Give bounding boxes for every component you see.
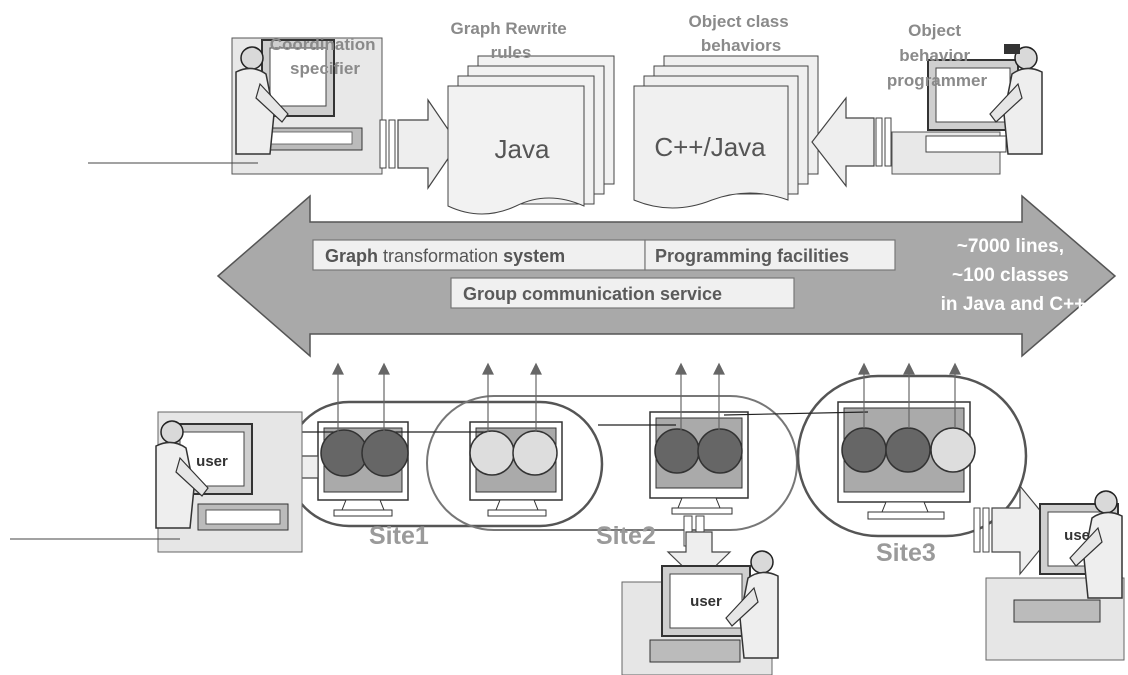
arrow-to-cpp [811, 96, 892, 188]
replica-objects [320, 427, 976, 477]
cpp-java-doc-label: C++/Java [654, 132, 766, 162]
right-user-station: user [973, 484, 1125, 661]
object-programmer-station [891, 44, 1043, 175]
coordination-specifier-label: Coordination specifier [270, 35, 381, 78]
site3-boundary [796, 374, 1028, 538]
site3-label: Site3 [876, 539, 936, 567]
replica-4b [885, 427, 931, 473]
replica-1b [361, 429, 409, 477]
svg-text:Graph transformation: Graph transformation system [325, 246, 565, 266]
code-size-note: ~7000 lines, ~100 classes in Java and C+… [941, 236, 1086, 315]
upward-arrows [332, 362, 961, 432]
replica-2a [469, 430, 515, 476]
arrow-to-java [379, 98, 459, 190]
middleware-arrow [216, 194, 1117, 358]
replica-4c [930, 427, 976, 473]
replica-1a [320, 429, 368, 477]
object-class-behaviors-label: Object class behaviors [689, 12, 794, 55]
site1-label: Site1 [369, 522, 429, 550]
left-user-station: user [10, 411, 319, 553]
cpp-java-document-stack: C++/Java [633, 55, 819, 209]
graph-rewrite-rules-label: Graph Rewrite rules [451, 19, 572, 62]
graph-transformation-box: Graph transformation system [312, 239, 646, 271]
group-communication-box: Group communication service [450, 277, 795, 309]
java-document-stack: Java [447, 55, 615, 215]
bottom-user-station: user [621, 515, 779, 675]
coordination-specifier-station [88, 37, 383, 175]
left-user-label: user [196, 453, 228, 470]
svg-text:Group communication service: Group communication service [463, 284, 722, 304]
object-behavior-programmer-label: Object behavior programmer [887, 21, 988, 90]
java-doc-label: Java [495, 134, 550, 164]
replica-3b [697, 428, 743, 474]
svg-text:Programming facilities: Programming facilities [655, 246, 849, 266]
replica-4a [841, 427, 887, 473]
bottom-user-label: user [690, 593, 722, 610]
site2-boundary [426, 395, 798, 531]
programming-facilities-box: Programming facilities [644, 239, 896, 271]
site2-label: Site2 [596, 522, 656, 550]
replica-2b [512, 430, 558, 476]
replica-3a [654, 428, 700, 474]
